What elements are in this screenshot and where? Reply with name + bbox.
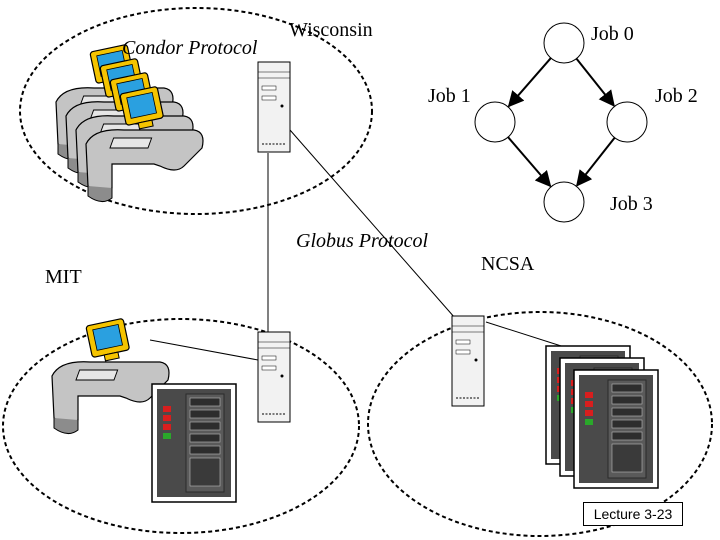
server-tower-icon — [257, 61, 291, 153]
ncsa-site-boundary — [367, 311, 713, 537]
wisconsin-site-boundary — [19, 7, 373, 215]
mit-site-boundary — [2, 318, 360, 534]
dag-node — [474, 101, 516, 143]
server-rack-icon — [573, 369, 659, 489]
server-rack-icon — [151, 383, 237, 503]
condor-protocol-label: Condor Protocol — [122, 37, 258, 59]
dag-node — [606, 101, 648, 143]
mit-label: MIT — [45, 266, 82, 288]
dag-node — [543, 181, 585, 223]
server-tower-icon — [451, 315, 485, 407]
mit-workstation-link — [149, 339, 259, 361]
dag-node-label: Job 2 — [655, 85, 698, 107]
server-tower-icon — [257, 331, 291, 423]
dag-node-label: Job 3 — [610, 193, 653, 215]
dag-node — [543, 22, 585, 64]
lecture-badge: Lecture 3-23 — [583, 502, 683, 526]
wisconsin-label: Wisconsin — [289, 19, 373, 41]
job-dag: Job 0 Job 1 Job 2 Job 3 — [428, 22, 698, 223]
dag-node-label: Job 0 — [591, 23, 634, 45]
wisconsin-ncsa-link — [289, 129, 456, 319]
dag-edge — [507, 57, 552, 108]
ncsa-label: NCSA — [481, 253, 535, 275]
globus-protocol-label: Globus Protocol — [296, 230, 429, 252]
dag-edge — [576, 137, 616, 187]
dag-edge — [507, 136, 552, 188]
dag-node-label: Job 1 — [428, 85, 471, 107]
dag-edge — [575, 58, 615, 107]
